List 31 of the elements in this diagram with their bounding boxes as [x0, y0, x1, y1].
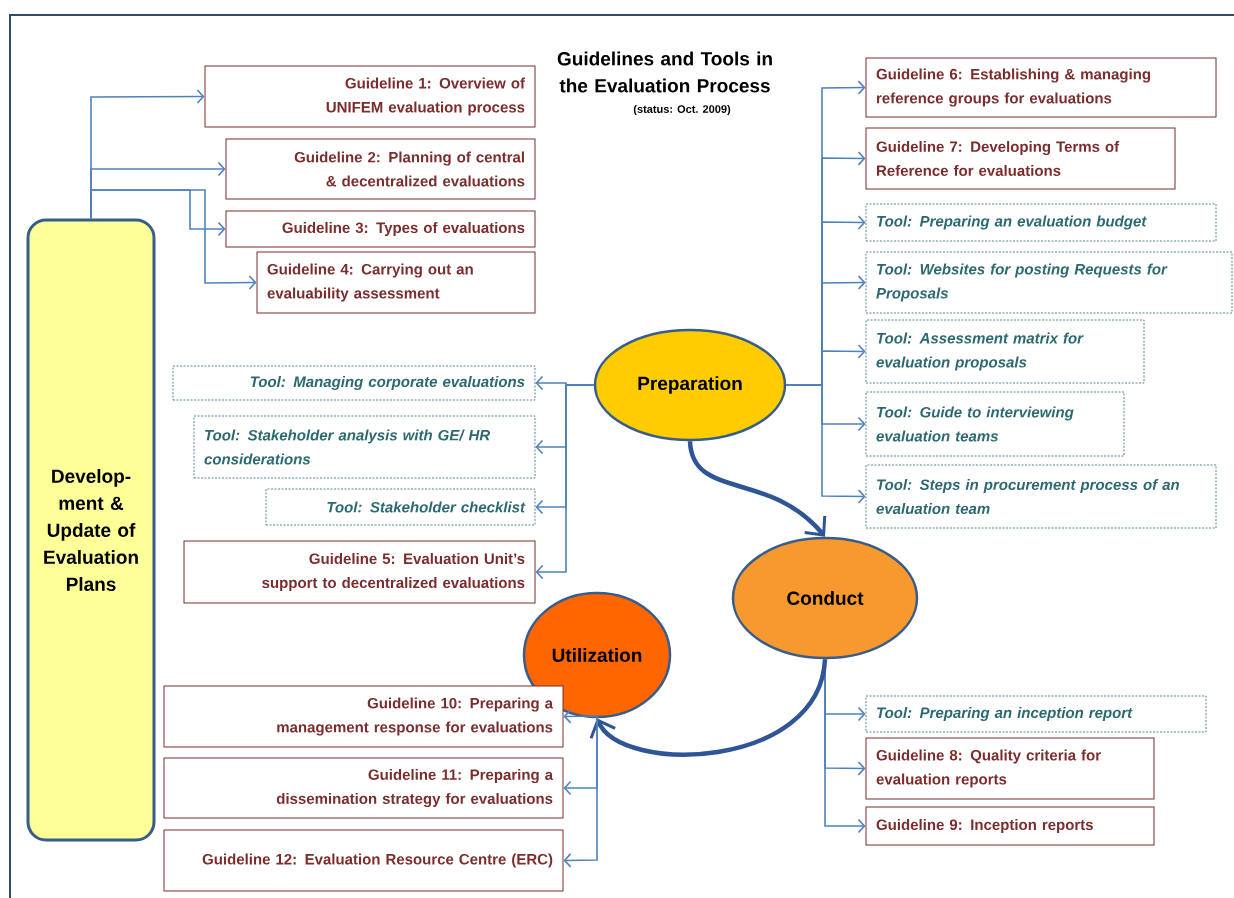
tool-box: Tool: Websites for posting Requests for Proposals [865, 251, 1233, 314]
arrow [785, 384, 866, 504]
guideline-box: Guideline 4: Carrying out an evaluability assessment [256, 251, 536, 314]
tool-box: Tool: Steps in procurement process of an evaluation team [865, 464, 1217, 529]
guideline-box: Guideline 5: Evaluation Unit’s support to decentralized evaluations [183, 540, 536, 604]
guideline-box: Guideline 10: Preparing a management response for evaluations [163, 685, 564, 748]
arrow [563, 717, 598, 868]
guideline-box: Guideline 11: Preparing a dissemination strategy for evaluations [163, 757, 564, 819]
tool-box: Tool: Guide to interviewing evaluation teams [865, 391, 1125, 457]
guideline-box: Guideline 3: Types of evaluations [225, 210, 536, 248]
guideline-box: Guideline 9: Inception reports [865, 806, 1155, 846]
tool-box: Tool: Preparing an evaluation budget [865, 203, 1217, 242]
tool-box: Tool: Preparing an inception report [865, 695, 1207, 733]
arrow [535, 384, 595, 580]
plan-box: Develop-ment & Update of Evaluation Plans [26, 218, 156, 842]
subtitle: (status: Oct. 2009) [633, 104, 731, 116]
guideline-box: Guideline 12: Evaluation Resource Centre (ERC) [163, 829, 564, 892]
arrow [563, 709, 598, 724]
arrow [90, 189, 257, 290]
curved-arrow [687, 440, 827, 537]
guideline-box: Guideline 6: Establishing & managing reference groups for evaluations [865, 57, 1217, 118]
guideline-box: Guideline 2: Planning of central & decentralized evaluations [225, 138, 536, 200]
curved-arrow [589, 658, 828, 757]
tool-box: Tool: Managing corporate evaluations [172, 365, 536, 401]
guideline-box: Guideline 8: Quality criteria for evaluation reports [865, 737, 1155, 800]
tool-box: Tool: Stakeholder analysis with GE/ HR considerations [193, 415, 536, 479]
diagram-title: Guidelines and Tools in the Evaluation Process [557, 51, 772, 93]
tool-box: Tool: Assessment matrix for evaluation proposals [865, 319, 1145, 384]
tool-box: Tool: Stakeholder checklist [265, 488, 536, 526]
guideline-box: Guideline 1: Overview of UNIFEM evaluation process [204, 65, 536, 128]
guideline-box: Guideline 7: Developing Terms of Reference for evaluations [865, 127, 1176, 190]
